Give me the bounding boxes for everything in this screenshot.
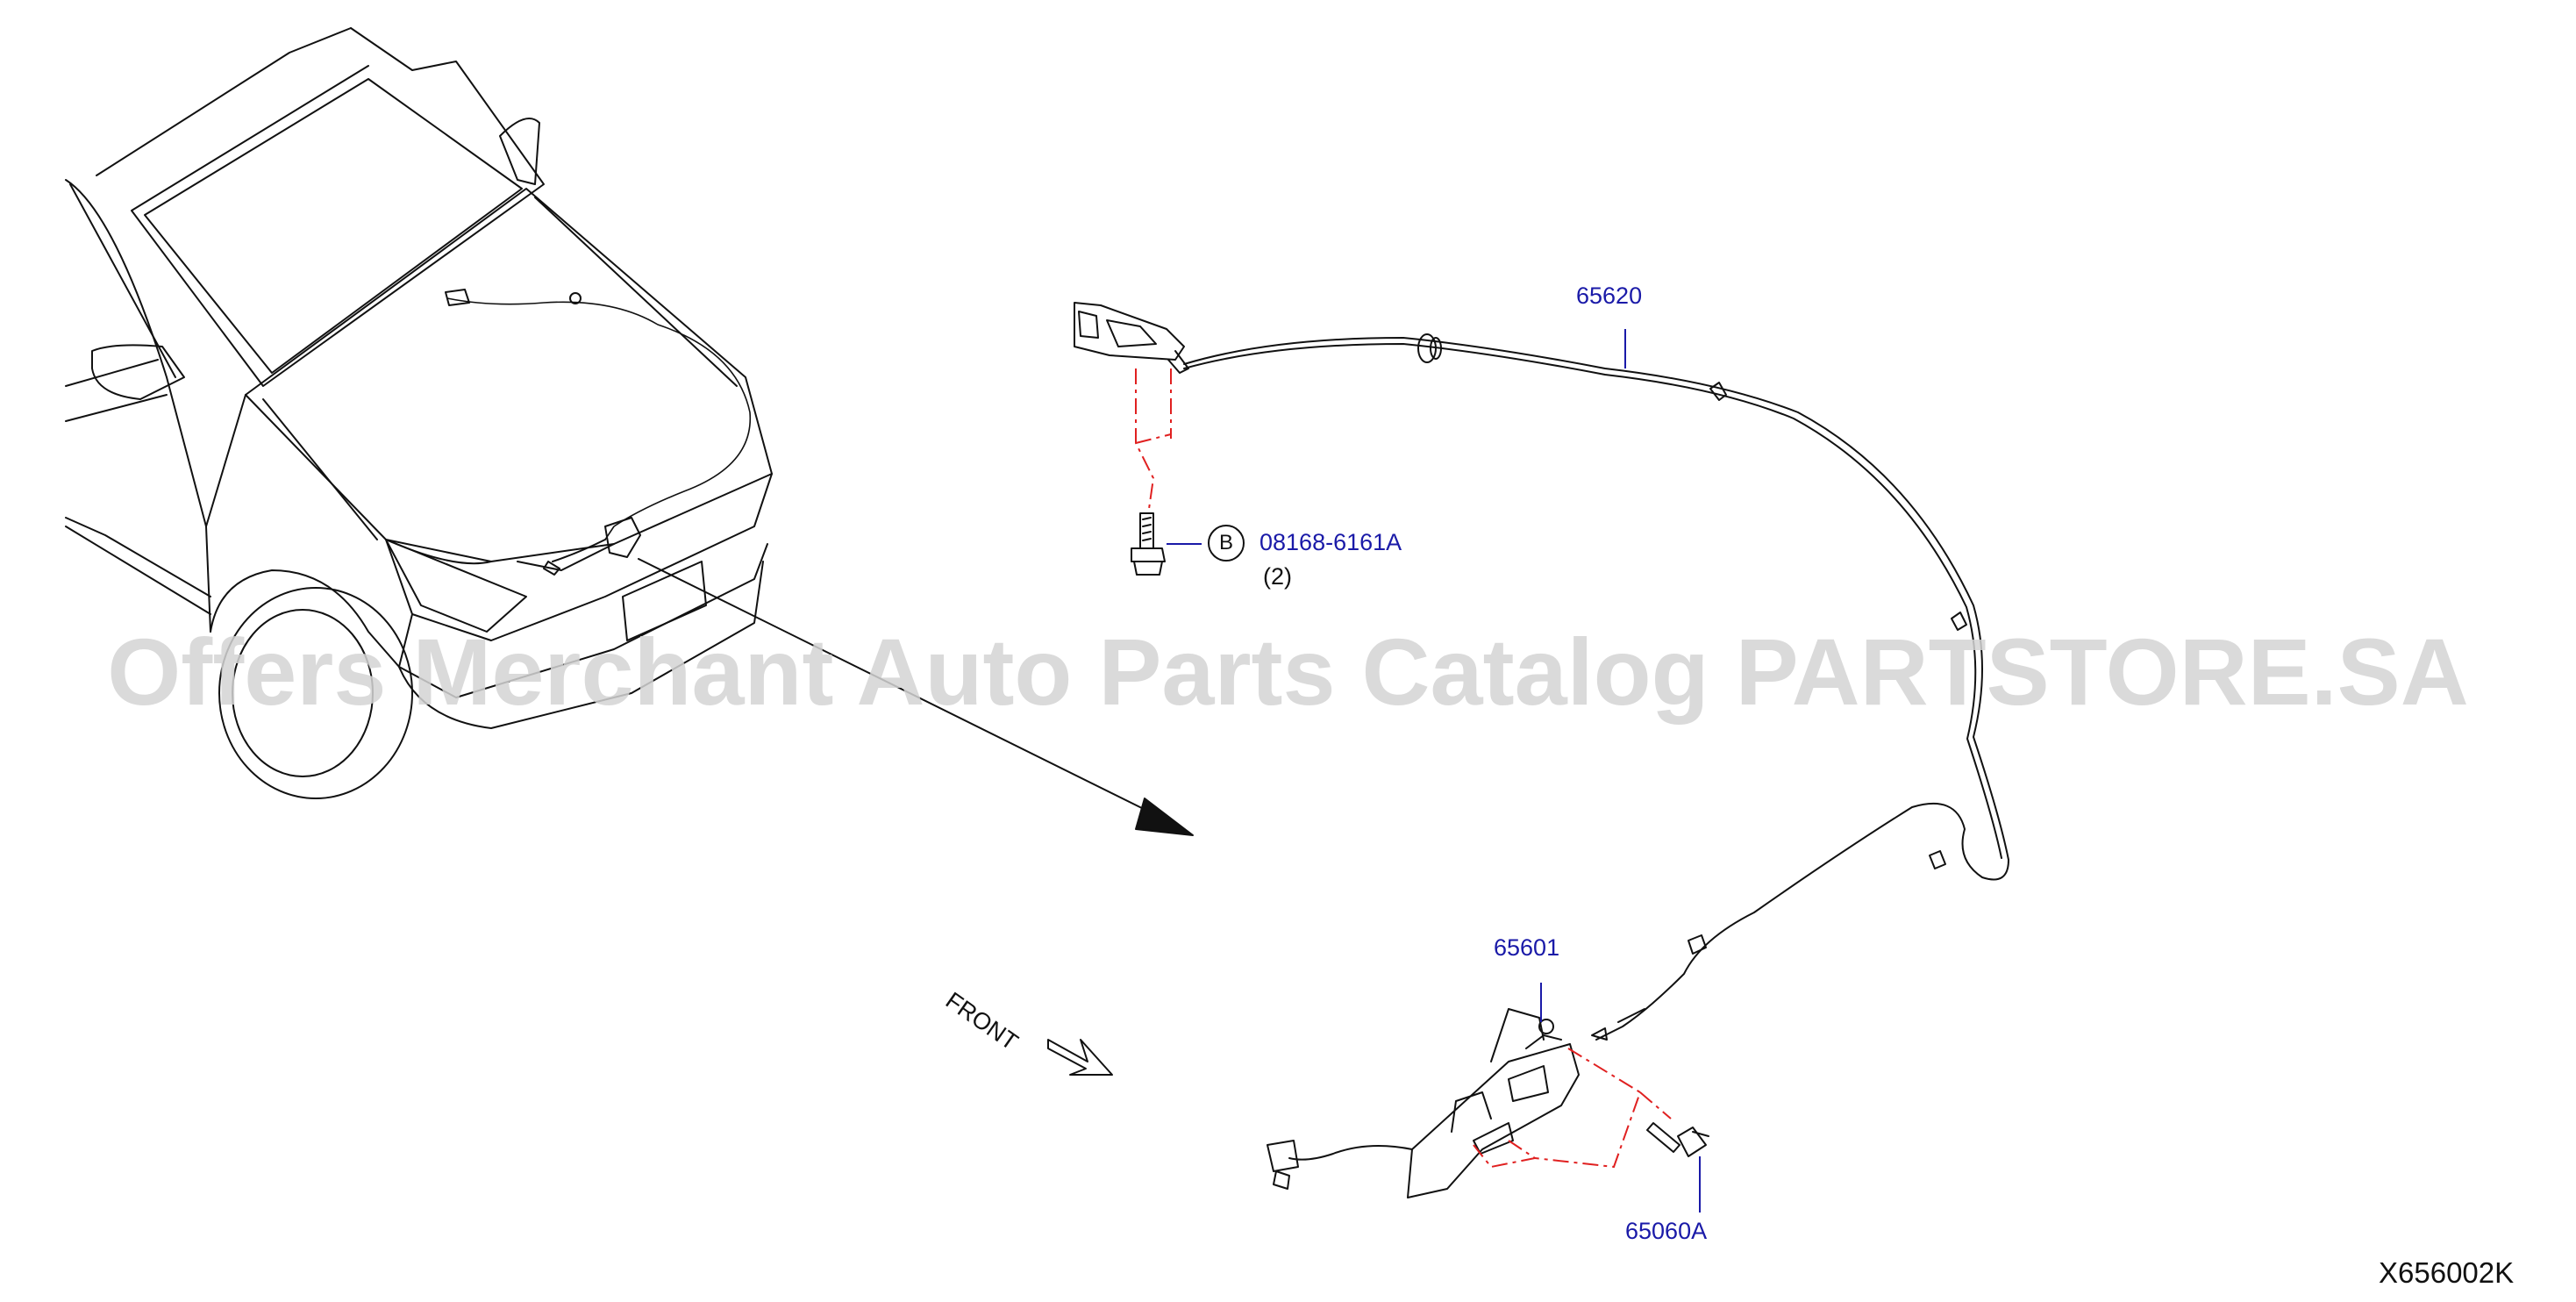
part-label-65620[interactable]: 65620	[1576, 283, 1643, 309]
leader-lines	[1167, 329, 1701, 1213]
quantity-label: (2)	[1263, 563, 1292, 590]
front-arrow-icon	[1047, 1039, 1113, 1076]
hood-release-cable	[1183, 333, 2009, 1041]
callout-b-badge: B	[1208, 525, 1245, 562]
figure-code: X656002K	[2379, 1256, 2515, 1289]
bolt-08168-6161A	[1131, 512, 1166, 576]
release-handle	[1074, 302, 1189, 374]
part-label-65601[interactable]: 65601	[1494, 934, 1560, 961]
detail-arrow	[638, 558, 1194, 836]
hood-lock-assembly	[1267, 1008, 1580, 1198]
part-label-65060A[interactable]: 65060A	[1625, 1218, 1708, 1244]
bolt-65060A	[1646, 1122, 1709, 1157]
part-label-08168-6161A[interactable]: 08168-6161A	[1259, 529, 1402, 555]
install-guide-lines	[1135, 368, 1672, 1169]
vehicle-illustration	[65, 27, 773, 799]
